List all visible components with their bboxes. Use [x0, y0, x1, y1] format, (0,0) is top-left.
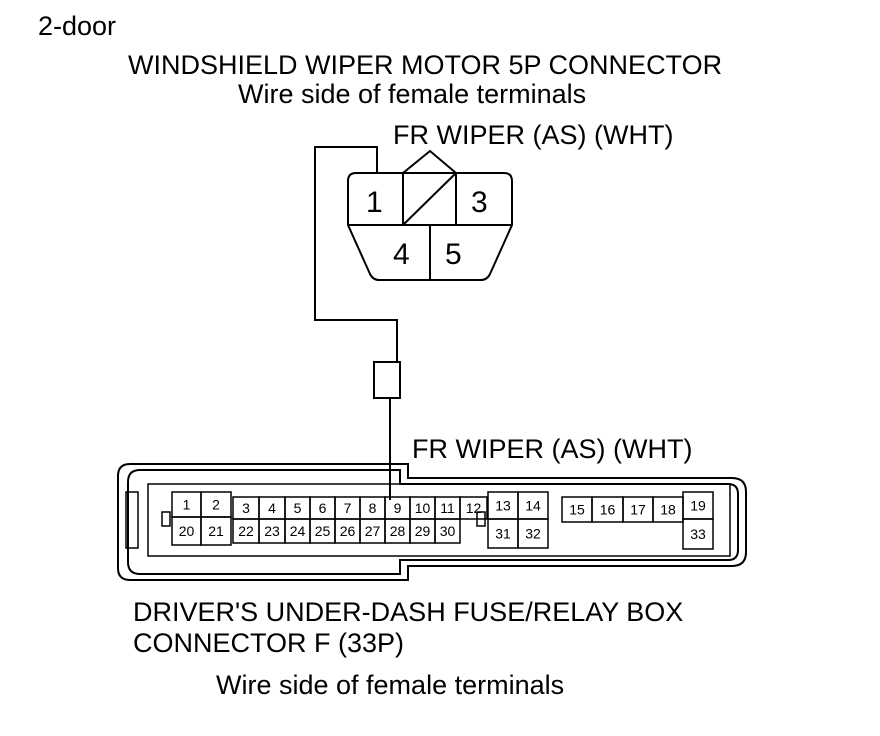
- terminal-label-26: 26: [340, 523, 356, 539]
- fuse-box-subtitle: Wire side of female terminals: [216, 670, 564, 700]
- terminal-label-32: 32: [525, 526, 541, 542]
- fuse-box-title-line1: DRIVER'S UNDER-DASH FUSE/RELAY BOX: [133, 597, 683, 627]
- terminal-label-13: 13: [495, 498, 511, 514]
- terminal-label-16: 16: [600, 502, 616, 518]
- terminal-label-31: 31: [495, 526, 511, 542]
- motor-pin: 1: [366, 186, 383, 219]
- motor-pin: 4: [393, 238, 410, 271]
- motor-connector-subtitle: Wire side of female terminals: [238, 79, 586, 109]
- terminal-label-1: 1: [183, 497, 191, 513]
- motor-connector-title: WINDSHIELD WIPER MOTOR 5P CONNECTOR: [128, 50, 722, 80]
- motor-pin: 5: [445, 238, 462, 271]
- terminal-label-23: 23: [264, 523, 280, 539]
- wire-splice-connector: [373, 361, 401, 399]
- motor-5p-connector: 1 3 4 5: [347, 149, 513, 281]
- terminal-label-25: 25: [315, 523, 331, 539]
- terminal-label-8: 8: [369, 500, 377, 516]
- terminal-label-3: 3: [242, 500, 250, 516]
- fuse-box-wire-label: FR WIPER (AS) (WHT): [412, 434, 692, 464]
- terminal-cell-32: [517, 518, 549, 549]
- connector-key-slot: [161, 511, 171, 527]
- fuse-box-title-line2: CONNECTOR F (33P): [133, 628, 404, 658]
- terminal-label-11: 11: [440, 500, 455, 516]
- fr-wiper-wire-upper: [314, 146, 398, 362]
- terminal-label-33: 33: [690, 526, 706, 542]
- terminal-label-28: 28: [390, 523, 406, 539]
- motor-connector-housing: [347, 172, 513, 281]
- terminal-label-22: 22: [238, 523, 254, 539]
- terminal-cell-33: [682, 518, 714, 550]
- terminal-label-4: 4: [268, 500, 276, 516]
- terminal-label-24: 24: [290, 523, 306, 539]
- terminal-label-21: 21: [208, 523, 224, 539]
- terminal-label-10: 10: [415, 500, 431, 516]
- connector-side-latch: [125, 491, 139, 549]
- terminal-label-5: 5: [294, 500, 302, 516]
- fuse-box-connector-outer-housing: [117, 463, 747, 581]
- fuse-box-connector-inner-housing: [127, 469, 739, 575]
- terminal-label-29: 29: [415, 523, 431, 539]
- terminal-label-14: 14: [525, 498, 541, 514]
- motor-pin: 3: [471, 186, 488, 219]
- terminal-label-20: 20: [179, 523, 195, 539]
- empty-cavity-slash: [402, 172, 457, 226]
- terminal-label-15: 15: [569, 502, 585, 518]
- terminal-cell-30: [434, 518, 461, 544]
- terminal-label-17: 17: [630, 502, 646, 518]
- terminal-label-30: 30: [440, 523, 456, 539]
- terminal-label-9: 9: [394, 500, 402, 516]
- variant-label: 2-door: [38, 11, 116, 41]
- terminal-label-19: 19: [690, 498, 706, 514]
- terminal-cell-21: [200, 516, 232, 546]
- terminal-cell-12: [459, 496, 488, 520]
- connector-lock-tab: [402, 149, 457, 174]
- connector-terminal-face: [147, 483, 731, 557]
- terminal-label-18: 18: [660, 502, 676, 518]
- terminal-label-12: 12: [466, 500, 482, 516]
- terminal-label-2: 2: [212, 497, 220, 513]
- terminal-label-6: 6: [319, 500, 327, 516]
- terminal-label-7: 7: [344, 500, 352, 516]
- motor-wire-label: FR WIPER (AS) (WHT): [393, 120, 673, 150]
- terminal-label-27: 27: [365, 523, 381, 539]
